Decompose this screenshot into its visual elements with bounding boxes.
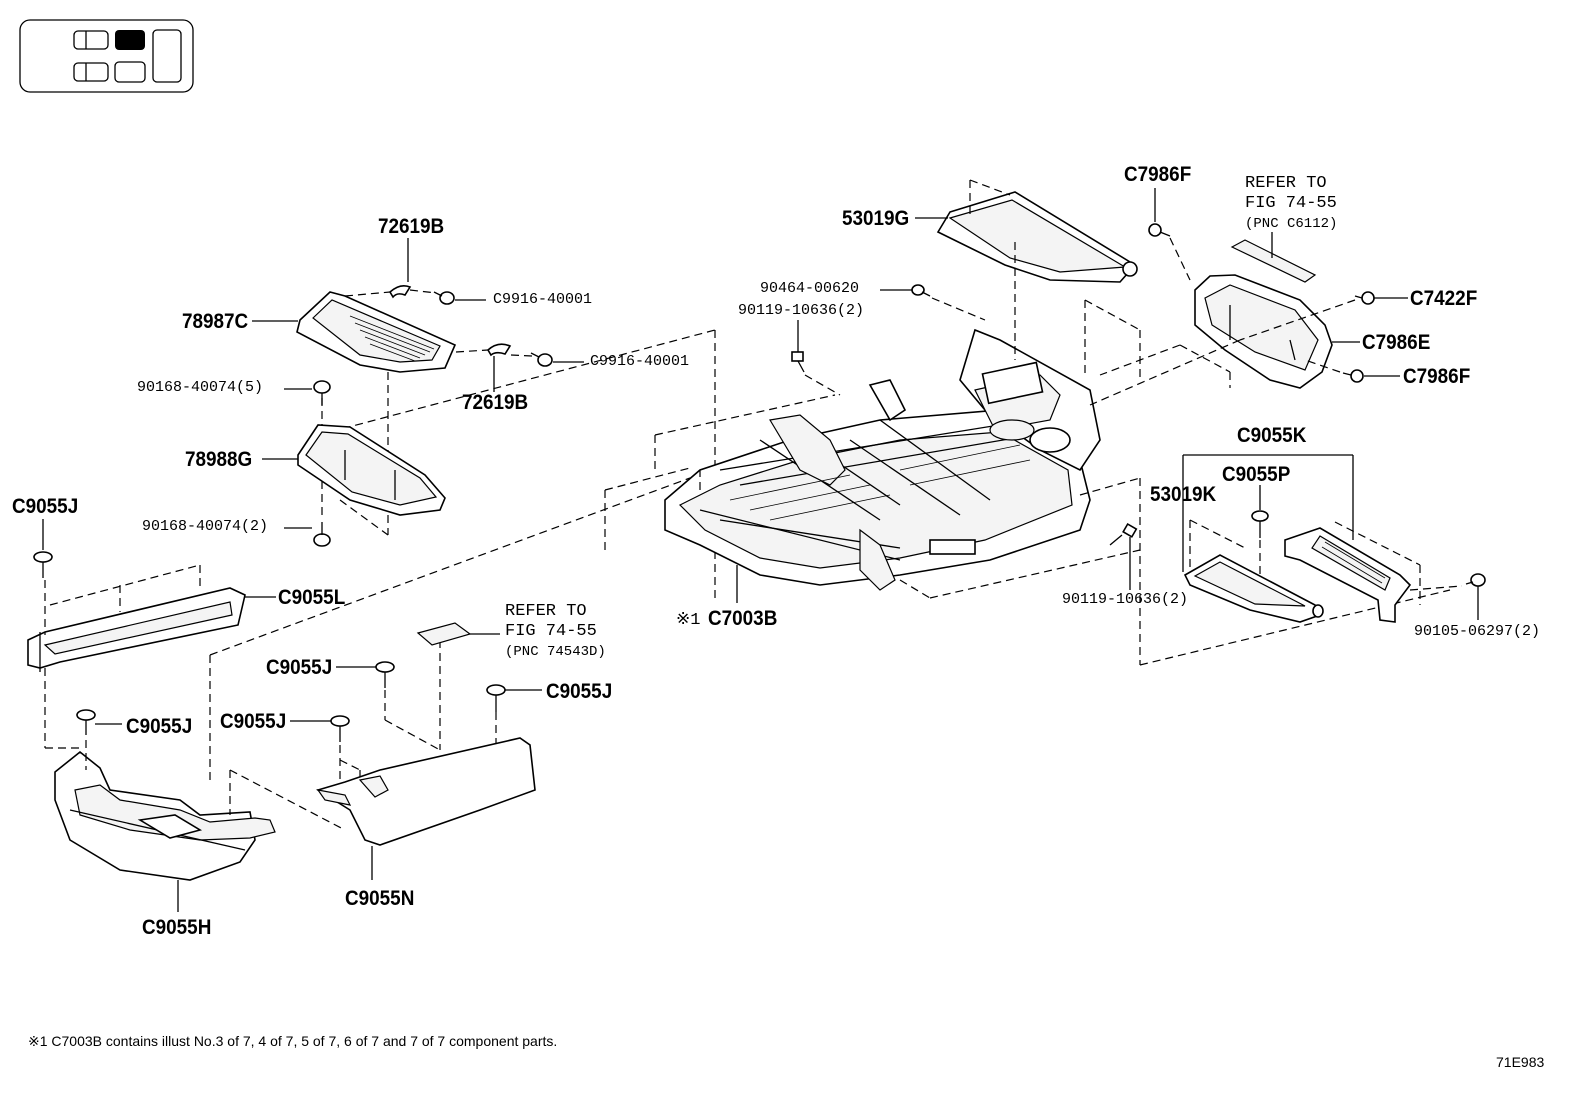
refer-note-left-line1: REFER TO — [505, 602, 587, 621]
bolt-90168-bottom — [313, 522, 331, 547]
illustration-code: 71E983 — [1496, 1054, 1545, 1070]
label-90119-10636-lower: 90119-10636(2) — [1062, 591, 1189, 608]
label-72619B-top: 72619B — [378, 215, 445, 238]
label-C9055J-4: C9055J — [220, 710, 287, 733]
label-c9916-40001-b: C9916-40001 — [590, 353, 690, 370]
label-C9055K: C9055K — [1237, 424, 1307, 447]
refer-note-left-pnc: (PNC 74543D) — [505, 644, 606, 660]
label-C9055J-3: C9055J — [266, 656, 333, 679]
clip-c9055j-5 — [486, 684, 506, 712]
label-90168-40074-2: 90168-40074(2) — [142, 518, 269, 535]
label-90105-06297: 90105-06297(2) — [1414, 623, 1541, 640]
clip-72619B-top — [388, 285, 412, 299]
screw-c7422f — [1354, 291, 1375, 305]
bolt-90105 — [1465, 573, 1486, 587]
part-78987C-shape — [296, 291, 457, 373]
refer-note-right: REFER TO FIG 74-55 (PNC C6112) — [1245, 174, 1337, 234]
part-53019K-plate — [1183, 554, 1324, 623]
label-C9055P: C9055P — [1222, 463, 1291, 486]
label-53019K: 53019K — [1150, 483, 1217, 506]
clip-c9055j-4 — [330, 715, 350, 742]
label-90119-10636-upper: 90119-10636(2) — [738, 302, 865, 319]
bolt-90464 — [911, 284, 931, 297]
label-53019G: 53019G — [842, 207, 910, 230]
label-90168-40074-5: 90168-40074(5) — [137, 379, 264, 396]
part-C9055L-shape — [27, 587, 246, 672]
bolt-90119-lower — [1109, 522, 1138, 546]
label-C7003B: C7003B — [708, 607, 778, 630]
part-C9055N-shape — [316, 737, 536, 846]
refer-note-right-line1: REFER TO — [1245, 174, 1327, 193]
label-C7003B-mark: ※1 — [676, 611, 701, 630]
clip-c9055j-3 — [375, 661, 395, 688]
label-C9055L: C9055L — [278, 586, 346, 609]
seat-position-locator-icon — [19, 19, 194, 93]
clip-c9055j-1 — [33, 551, 53, 578]
part-C9055K-bracket — [1284, 527, 1412, 623]
refer-note-left-line2: FIG 74-55 — [505, 622, 597, 641]
label-C9055N: C9055N — [345, 887, 415, 910]
ref-strip-C6112 — [1230, 239, 1317, 283]
part-C9055H-shape — [54, 750, 276, 881]
clip-c9055j-2 — [76, 709, 96, 735]
label-C7986F-bottom: C7986F — [1403, 365, 1471, 388]
label-C9055J-5: C9055J — [546, 680, 613, 703]
screw-c7986f-bottom — [1342, 369, 1364, 383]
label-C9055J-2: C9055J — [126, 715, 193, 738]
label-78988G: 78988G — [185, 448, 253, 471]
label-90464-00620: 90464-00620 — [760, 280, 860, 297]
screw-c9916-a — [433, 291, 455, 305]
refer-note-right-pnc: (PNC C6112) — [1245, 216, 1338, 232]
footnote: ※1 C7003B contains illust No.3 of 7, 4 o… — [28, 1033, 558, 1049]
label-C7422F: C7422F — [1410, 287, 1478, 310]
ref-sheet-74543D — [416, 622, 472, 646]
label-72619B-bottom: 72619B — [462, 391, 529, 414]
label-C7986F-top: C7986F — [1124, 163, 1192, 186]
bolt-90168-top — [313, 380, 331, 405]
part-53019G-plate — [936, 191, 1138, 283]
label-c9916-40001-a: C9916-40001 — [493, 291, 593, 308]
screw-c9916-b — [530, 352, 553, 367]
label-C9055H: C9055H — [142, 916, 212, 939]
part-78988G-shape — [297, 424, 446, 516]
part-C7003B-seat-frame — [664, 328, 1101, 591]
push-clip-c9055p — [1251, 510, 1269, 538]
refer-note-right-line2: FIG 74-55 — [1245, 194, 1337, 213]
screw-c7986f-top — [1148, 223, 1171, 237]
label-C7986E: C7986E — [1362, 331, 1431, 354]
bolt-90119-upper — [791, 351, 805, 373]
clip-72619B-bottom — [486, 343, 512, 357]
label-78987C: 78987C — [182, 310, 249, 333]
label-C9055J-1: C9055J — [12, 495, 79, 518]
refer-note-left: REFER TO FIG 74-55 (PNC 74543D) — [505, 602, 606, 662]
